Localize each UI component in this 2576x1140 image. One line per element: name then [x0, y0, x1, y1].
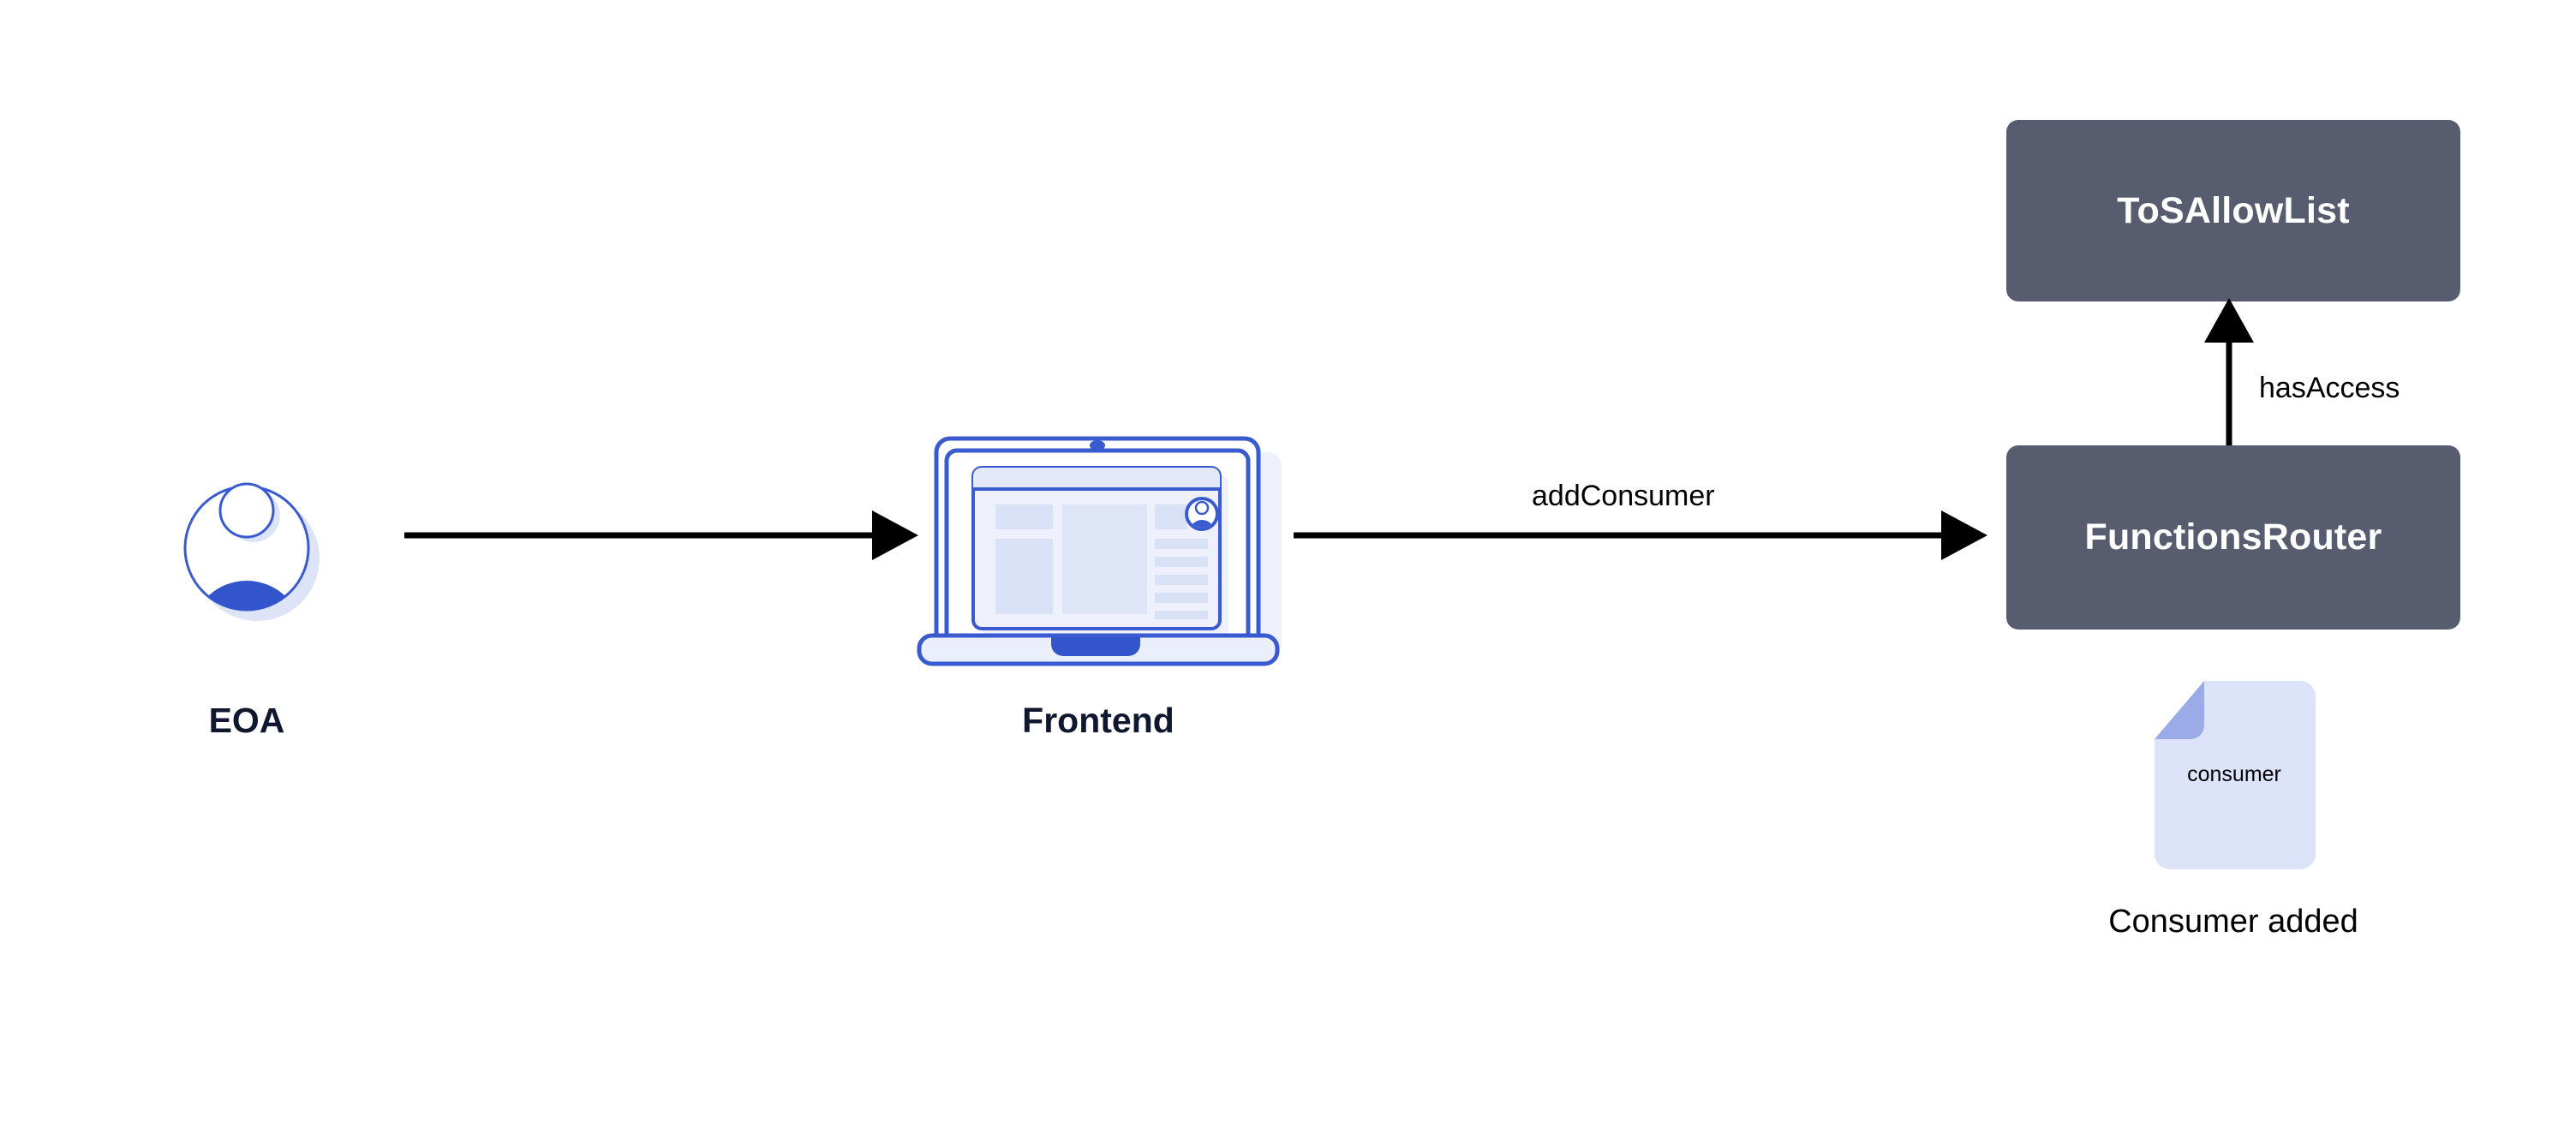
consumer-added-caption: Consumer added — [2108, 904, 2358, 940]
contract-label-functionsrouter: FunctionsRouter — [2084, 516, 2382, 558]
screen-avatar-icon — [1185, 497, 1219, 531]
contract-box-tosallowlist[interactable]: ToSAllowList — [2006, 120, 2460, 301]
contract-label-tosallowlist: ToSAllowList — [2117, 189, 2350, 231]
contract-box-functionsrouter[interactable]: FunctionsRouter — [2006, 445, 2460, 630]
edge-label-hasaccess: hasAccess — [2259, 372, 2400, 404]
arrow-frontend-router — [1294, 510, 1987, 560]
user-avatar-icon — [183, 482, 320, 621]
arrow-router-tosallowlist — [2204, 298, 2254, 445]
frontend-caption: Frontend — [1022, 701, 1174, 740]
laptop-icon — [917, 436, 1282, 666]
document-label: consumer — [2187, 762, 2281, 786]
edge-label-addconsumer: addConsumer — [1532, 480, 1715, 512]
document-icon — [2155, 681, 2316, 869]
eoa-caption: EOA — [208, 701, 285, 740]
arrow-eoa-frontend — [404, 510, 918, 560]
